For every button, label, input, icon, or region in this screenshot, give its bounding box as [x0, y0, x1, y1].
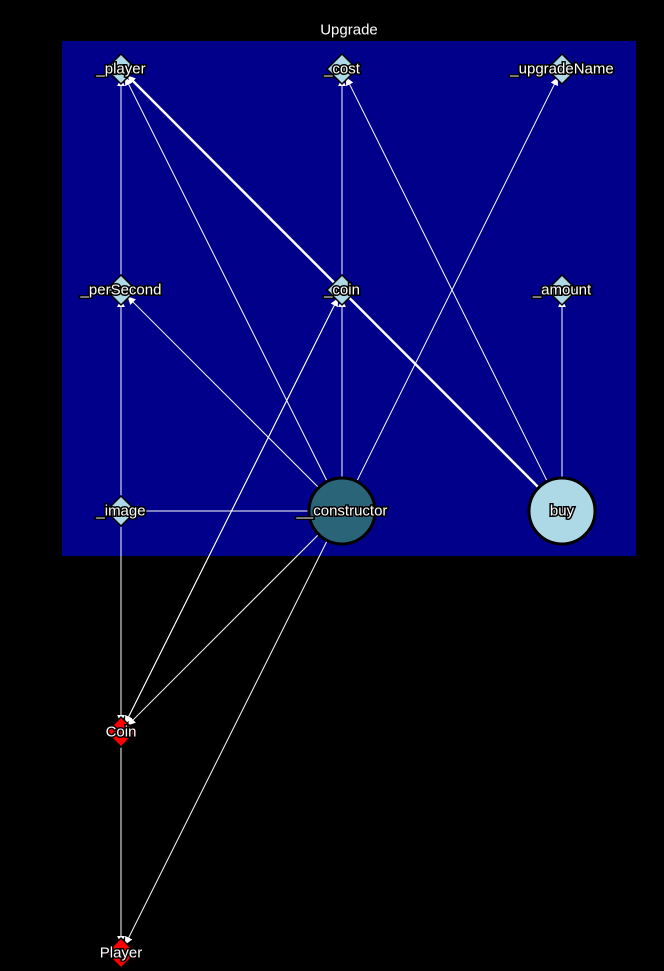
edge-constructor-to-perSecond — [127, 296, 320, 489]
edge-constructor-to-Player — [125, 540, 328, 945]
node-player_field[interactable]: _player — [94, 52, 147, 86]
node-buy[interactable]: buy — [527, 476, 597, 546]
node-diamond — [104, 494, 138, 528]
edge-constructor-to-upgradeName — [356, 77, 558, 482]
node-diamond — [325, 52, 359, 86]
edge-constructor-to-Coin — [127, 533, 320, 726]
node-label: buy — [550, 503, 575, 520]
node-diamond — [545, 52, 579, 86]
cluster-title: Upgrade — [320, 22, 378, 39]
edge-buy-to-cost — [346, 77, 548, 482]
node-diamond — [104, 936, 138, 970]
node-coin_field[interactable]: _coin — [322, 273, 361, 307]
node-Player[interactable]: Player — [98, 936, 144, 970]
nodes-layer: _player _cost _upgradeName _perSecond _coin _… — [78, 52, 615, 970]
node-diamond — [104, 715, 138, 749]
node-diamond — [325, 273, 359, 307]
node-amount[interactable]: _amount — [530, 273, 594, 307]
edge-constructor-to-player_field — [125, 77, 328, 482]
node-Coin[interactable]: Coin — [104, 715, 138, 749]
node-diamond — [104, 273, 138, 307]
node-cost[interactable]: _cost — [322, 52, 362, 86]
node-constructor[interactable]: __constructor — [294, 476, 389, 546]
node-label: _amount — [532, 282, 592, 299]
node-label: __constructor — [296, 503, 388, 520]
node-circle — [527, 476, 597, 546]
node-upgradeName[interactable]: _upgradeName — [508, 52, 615, 86]
node-label: _coin — [323, 282, 360, 299]
node-label: _perSecond — [80, 282, 162, 299]
node-circle — [307, 476, 377, 546]
node-perSecond[interactable]: _perSecond — [78, 273, 163, 307]
node-diamond — [545, 273, 579, 307]
edges-layer — [117, 75, 566, 945]
node-label: Player — [100, 945, 143, 962]
node-image[interactable]: _image — [94, 494, 147, 528]
edge-buy-to-player_field — [127, 75, 540, 489]
node-diamond — [104, 52, 138, 86]
node-label: _image — [95, 503, 145, 520]
node-label: _upgradeName — [509, 61, 613, 78]
node-label: _cost — [323, 61, 361, 78]
node-label: Coin — [106, 724, 137, 741]
node-label: _player — [95, 61, 145, 78]
edge-Coin-to-coin_field — [125, 298, 338, 724]
